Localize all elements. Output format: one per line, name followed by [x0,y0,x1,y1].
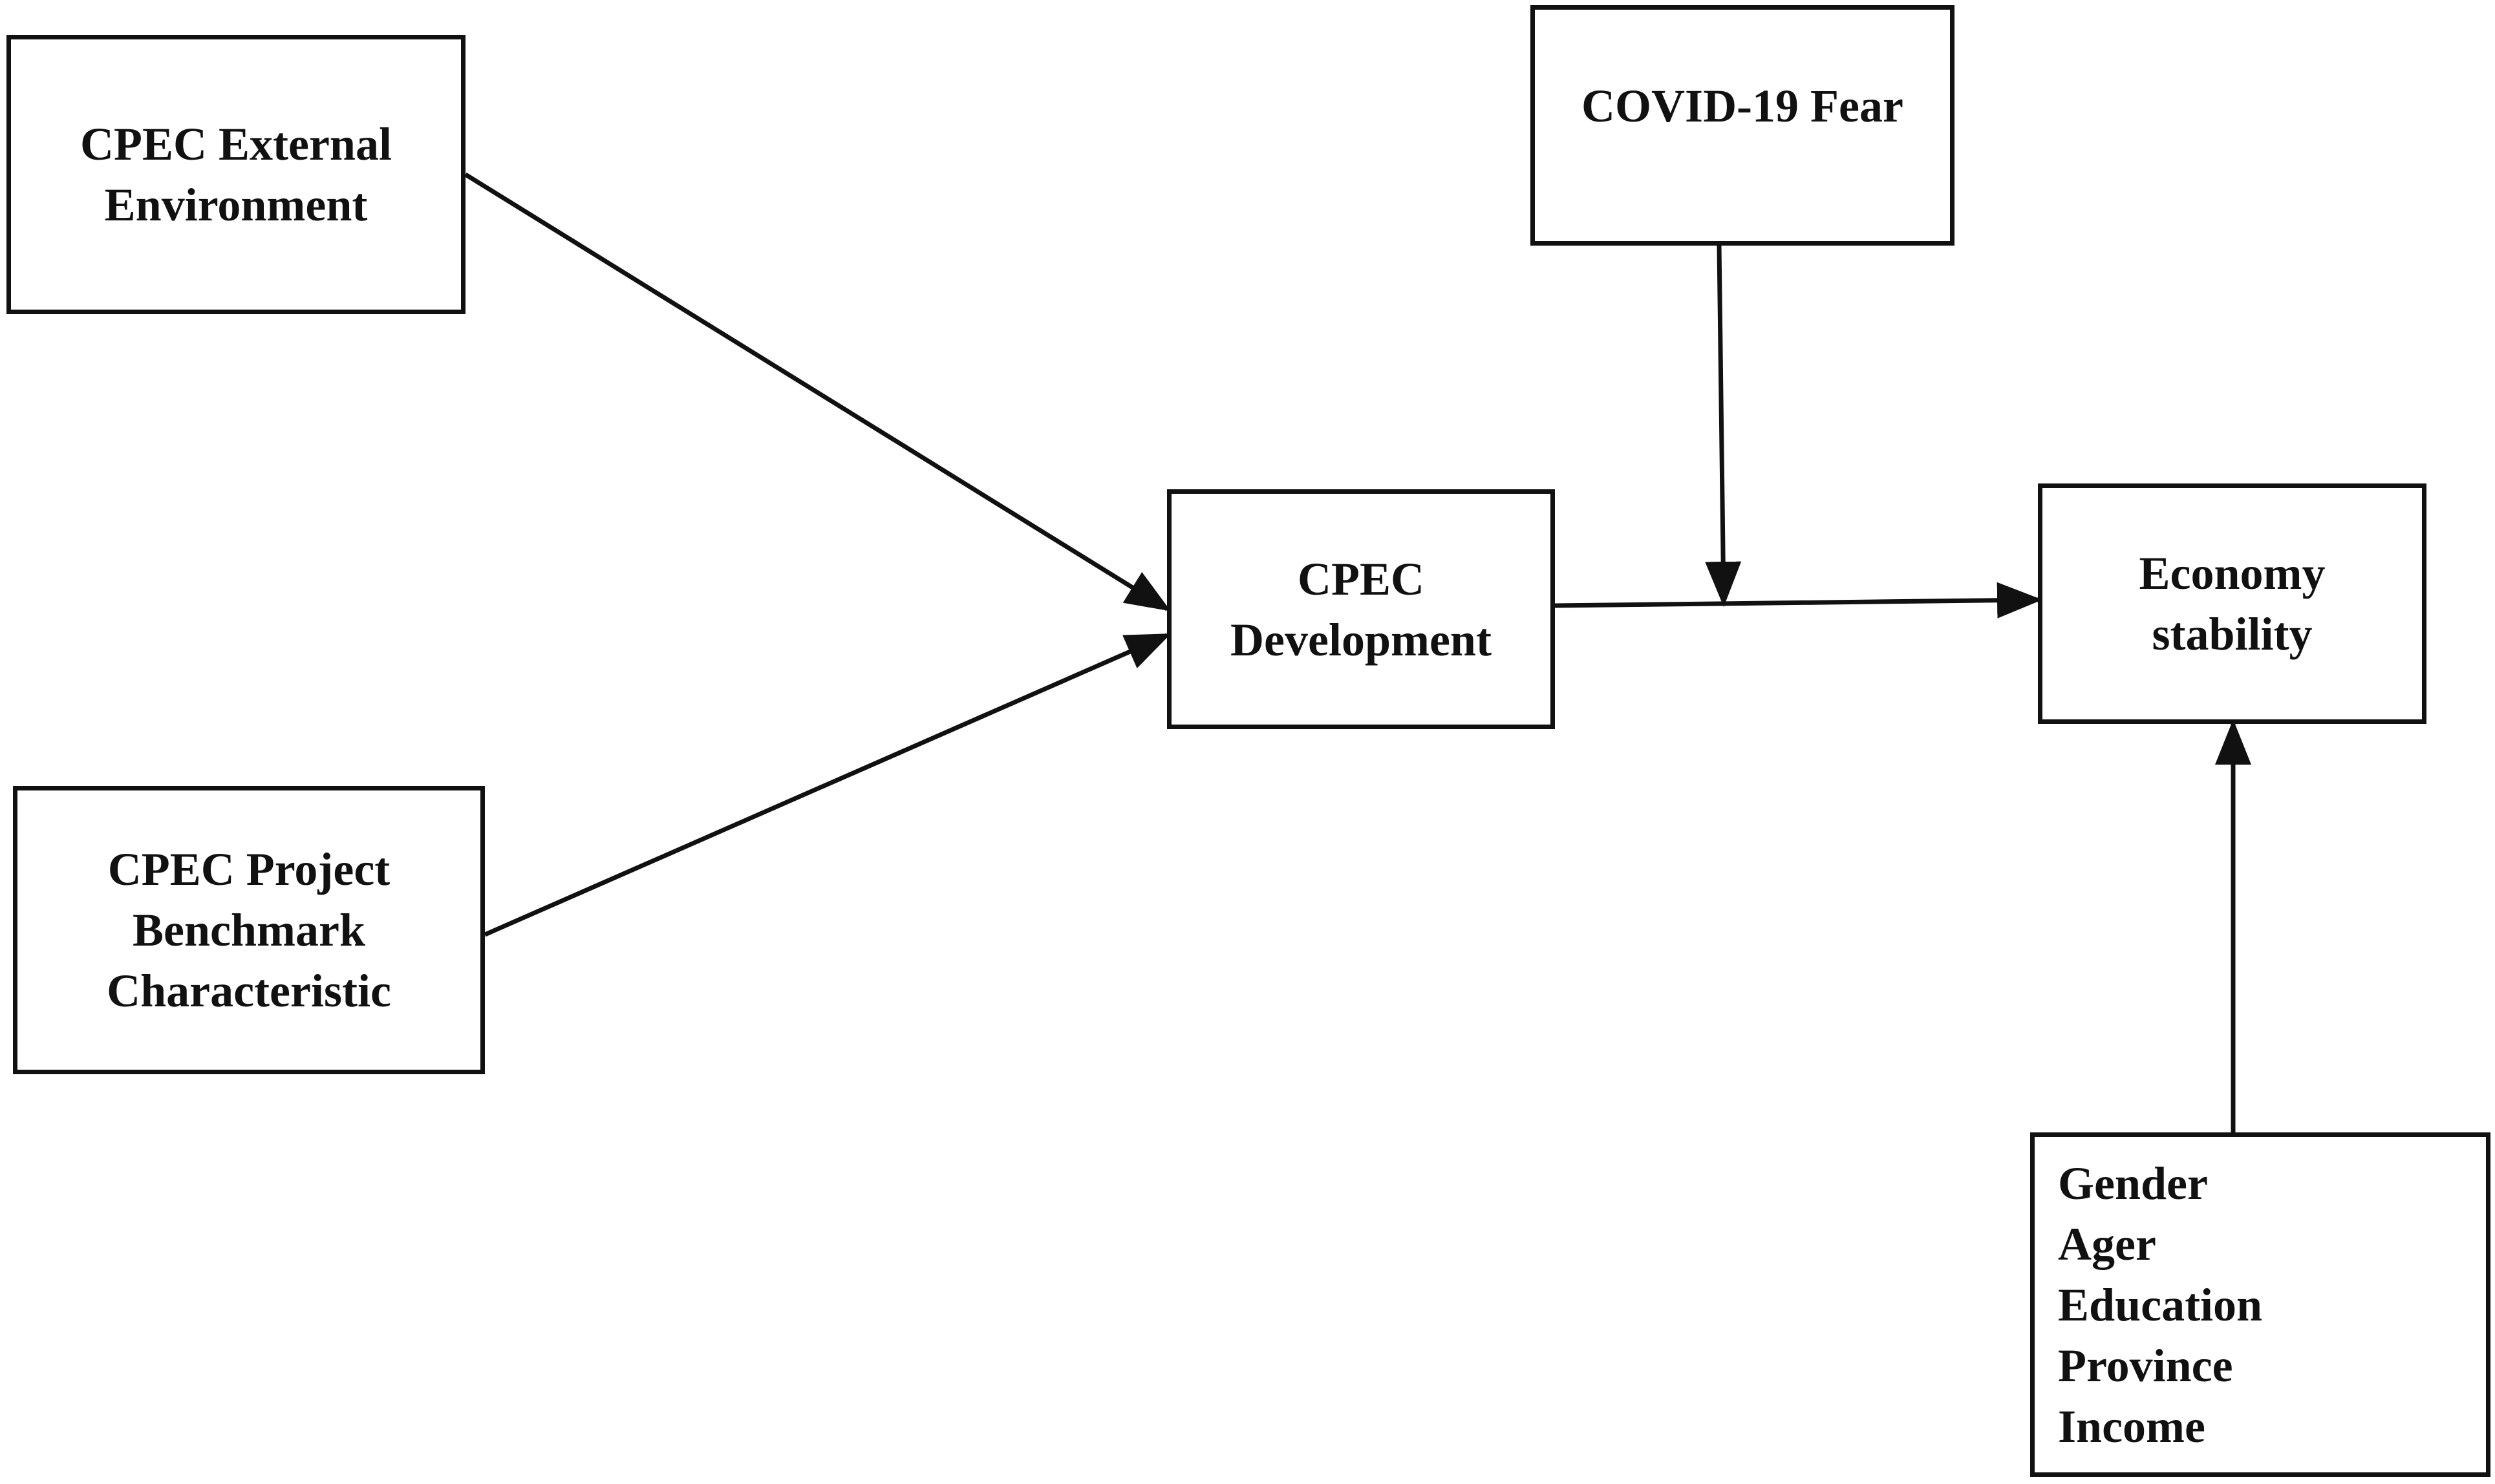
node-economy-stability: Economy stability [2038,483,2426,724]
node-cpec-development: CPEC Development [1167,489,1555,729]
control-variable-item: Province [2058,1339,2233,1392]
node-label-line: CPEC Project [107,843,391,895]
node-cpec-external-environment: CPEC External Environment [6,35,466,314]
control-variable-item: Ager [2058,1218,2156,1270]
arrow-external-to-development [464,173,1171,611]
control-variable-item: Education [2058,1278,2263,1331]
node-covid-19-fear: COVID-19 Fear [1530,5,1954,246]
node-label-line: Economy [2139,547,2326,599]
node-label-line: COVID-19 Fear [1581,80,1903,132]
node-cpec-project-benchmark: CPEC Project Benchmark Characteristic [13,786,485,1074]
arrow-covid-moderation [1705,245,1742,607]
arrow-benchmark-to-development [484,633,1172,937]
node-label-line: Characteristic [107,965,391,1017]
control-variable-item: Income [2058,1400,2205,1452]
control-variable-item: Gender [2058,1157,2208,1209]
arrow-development-to-economy [1554,582,2042,619]
node-label-line: CPEC External [80,118,392,170]
node-label-line: Environment [104,179,368,231]
node-label-line: Development [1230,613,1492,666]
node-label-line: Benchmark [133,904,365,956]
node-control-variables: Gender Ager Education Province Income [2030,1132,2490,1477]
node-label-line: stability [2152,608,2313,660]
node-label-line: CPEC [1298,553,1424,605]
